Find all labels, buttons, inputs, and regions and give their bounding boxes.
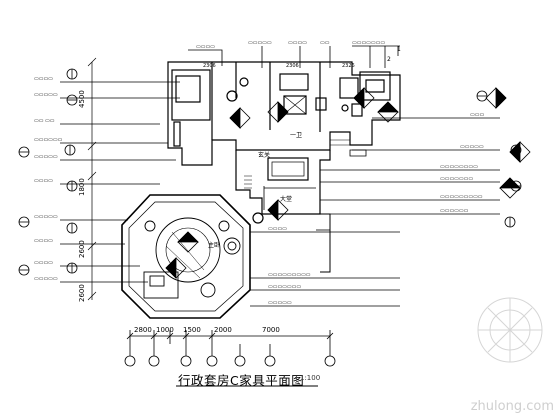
svg-text:▭▭: ▭▭ xyxy=(320,40,330,46)
upper-rooms xyxy=(167,61,401,166)
dim-bottom-3: 1500 xyxy=(183,326,201,334)
room-label-bedroom: 主卧 xyxy=(208,242,221,249)
middle-rooms xyxy=(235,150,331,273)
watermark-text: zhulong.com xyxy=(470,399,554,414)
room-label-entry: 玄关 xyxy=(258,152,271,159)
dim-bottom-2: 1000 xyxy=(156,326,174,334)
svg-text:▭▭▭▭: ▭▭▭▭ xyxy=(34,178,53,184)
svg-text:▭▭▭▭▭: ▭▭▭▭▭ xyxy=(34,214,58,220)
octagon-furniture xyxy=(143,217,241,299)
dim-bottom-5: 7000 xyxy=(262,326,280,334)
room-label-bath: 一卫 xyxy=(290,132,303,139)
octagon-room xyxy=(121,194,251,319)
dim-top-3: 2326 xyxy=(342,63,355,69)
svg-text:▭▭▭▭: ▭▭▭▭ xyxy=(34,76,53,82)
dim-left-4: 2600 xyxy=(78,284,86,302)
svg-text:▭▭ ▭▭: ▭▭ ▭▭ xyxy=(34,118,55,124)
svg-text:▭▭▭▭▭: ▭▭▭▭▭ xyxy=(460,144,484,150)
svg-text:▭▭▭▭▭▭: ▭▭▭▭▭▭ xyxy=(440,208,469,214)
drawing-scale: 1:100 xyxy=(300,374,321,382)
svg-text:▭▭▭▭: ▭▭▭▭ xyxy=(34,260,53,266)
dim-bottom-1: 2800 xyxy=(134,326,152,334)
svg-text:▭▭▭▭: ▭▭▭▭ xyxy=(268,226,287,232)
top-callout-text: ▭▭▭▭ ▭▭▭▭▭ ▭▭▭▭ ▭▭ ▭▭▭▭▭▭▭ xyxy=(196,40,385,50)
dim-left-3: 2600 xyxy=(78,240,86,258)
svg-text:▭▭▭▭▭▭: ▭▭▭▭▭▭ xyxy=(34,137,63,143)
svg-text:▭▭▭▭: ▭▭▭▭ xyxy=(288,40,307,46)
diamond-markers xyxy=(165,87,531,279)
svg-text:▭▭▭: ▭▭▭ xyxy=(470,112,484,118)
dim-top-1: 2306 xyxy=(203,63,216,69)
top-leaders xyxy=(188,45,400,68)
left-dimension-line xyxy=(87,57,97,301)
dim-top-5: 2 xyxy=(387,56,391,63)
svg-text:▭▭▭▭▭: ▭▭▭▭▭ xyxy=(34,154,58,160)
watermark-logo xyxy=(477,297,543,363)
svg-text:▭▭▭▭▭▭▭▭▭: ▭▭▭▭▭▭▭▭▭ xyxy=(268,272,311,278)
svg-text:▭▭▭▭▭: ▭▭▭▭▭ xyxy=(34,276,58,282)
left-callout-text: ▭▭▭▭ ▭▭▭▭▭ ▭▭ ▭▭ ▭▭▭▭▭▭ ▭▭▭▭▭ ▭▭▭▭ ▭▭▭▭▭… xyxy=(34,76,63,282)
bottom-dimension-line xyxy=(126,330,334,344)
right-callouts xyxy=(250,90,522,307)
svg-text:▭▭▭▭▭: ▭▭▭▭▭ xyxy=(248,40,272,46)
svg-text:▭▭▭▭▭▭▭: ▭▭▭▭▭▭▭ xyxy=(352,40,385,46)
left-callouts xyxy=(18,68,180,283)
svg-text:▭▭▭▭: ▭▭▭▭ xyxy=(34,238,53,244)
svg-text:▭▭▭▭: ▭▭▭▭ xyxy=(196,44,215,50)
svg-text:▭▭▭▭▭▭▭▭: ▭▭▭▭▭▭▭▭ xyxy=(440,164,478,170)
svg-text:▭▭▭▭▭: ▭▭▭▭▭ xyxy=(34,92,58,98)
room-label-hall: 大堂 xyxy=(280,196,293,203)
dim-bottom-4: 2000 xyxy=(214,326,232,334)
dim-left-2: 1800 xyxy=(78,178,86,196)
svg-text:▭▭▭▭▭▭▭: ▭▭▭▭▭▭▭ xyxy=(268,284,301,290)
dim-top-2: 2306 xyxy=(286,63,299,69)
svg-text:▭▭▭▭▭: ▭▭▭▭▭ xyxy=(268,300,292,306)
dim-left-1: 4500 xyxy=(78,90,86,108)
bottom-axis-bubbles xyxy=(124,344,336,367)
svg-text:▭▭▭▭▭▭▭: ▭▭▭▭▭▭▭ xyxy=(440,176,473,182)
dim-top-4: 1 xyxy=(397,46,401,53)
svg-text:▭▭▭▭▭▭▭▭▭: ▭▭▭▭▭▭▭▭▭ xyxy=(440,194,483,200)
right-callout-text: ▭▭▭ ▭▭▭▭▭ ▭▭▭▭▭▭▭▭ ▭▭▭▭▭▭▭ ▭▭▭▭▭▭▭▭▭ ▭▭▭… xyxy=(268,112,484,306)
drawing-title: 行政套房C家具平面图 xyxy=(178,373,305,388)
